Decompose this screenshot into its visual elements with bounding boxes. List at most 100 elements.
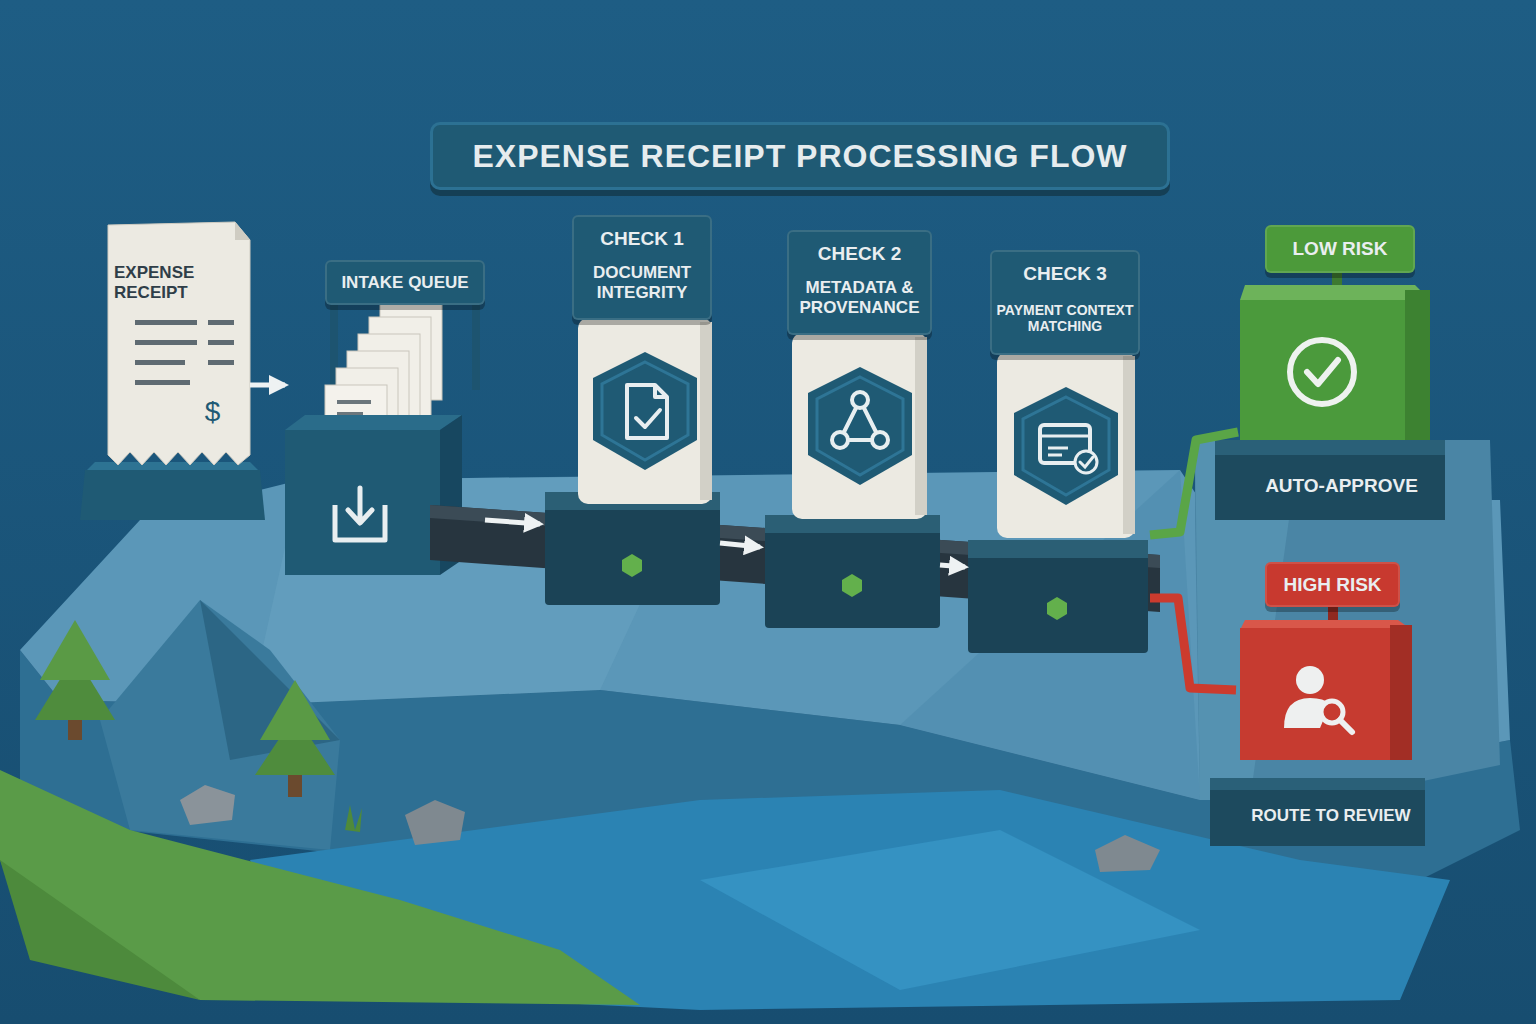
shield-badge [593, 352, 697, 470]
rock [180, 785, 235, 825]
node-heading: CHECK 3 [990, 259, 1140, 289]
rock [405, 800, 465, 845]
check-mark [636, 410, 660, 427]
tree-crown [260, 680, 330, 740]
outcome-label: ROUTE TO REVIEW [1236, 790, 1426, 842]
card-edge [1123, 356, 1135, 534]
flow-arrow [250, 383, 285, 388]
node-label: METADATA & PROVENANCE [791, 269, 928, 327]
shield-outline [817, 377, 903, 475]
risk-node: LOW RISK AUTO-APPROVE [1238, 222, 1445, 522]
check-base [765, 515, 940, 628]
check-card [792, 333, 927, 519]
label-base-top [1210, 778, 1425, 790]
risk-node: HIGH RISK ROUTE TO REVIEW [1236, 560, 1426, 845]
approve-icon [1290, 340, 1354, 404]
node-heading: CHECK 2 [787, 239, 932, 269]
receipt-paper [108, 222, 250, 465]
label-base-top [1215, 440, 1445, 455]
receipt-line [135, 340, 197, 345]
status-gem [1047, 597, 1067, 620]
check-node: CHECK 2METADATA & PROVENANCE [760, 230, 940, 630]
risk-box-side [1405, 290, 1430, 440]
rock [1095, 835, 1160, 872]
risk-box-side [1390, 625, 1412, 760]
node-heading: CHECK 1 [572, 224, 712, 254]
check-base [545, 492, 720, 605]
receipt-line [208, 340, 234, 345]
plant [345, 805, 362, 832]
paper-line [337, 400, 371, 404]
status-gem [622, 554, 642, 577]
receipt-fold [235, 222, 250, 240]
risk-box-top [1240, 285, 1430, 300]
water-facet [700, 830, 1200, 990]
check-node: CHECK 3PAYMENT CONTEXT MATCHING [965, 250, 1150, 655]
graph-node-icon [852, 392, 868, 408]
high-risk-box [1240, 628, 1390, 760]
high-risk-path [1150, 598, 1236, 690]
queue-node: INTAKE QUEUE [285, 260, 485, 575]
receipt-line [135, 320, 197, 325]
grass-facet [0, 860, 200, 1000]
receipt-line [208, 360, 234, 365]
flow-arrow [720, 543, 760, 547]
flow-arrow [940, 565, 965, 567]
shield-outline [1023, 397, 1109, 495]
approve-check [1307, 360, 1338, 384]
queue-box-rim [285, 415, 462, 430]
label-base [1210, 778, 1425, 846]
check-circle [1075, 451, 1097, 473]
pedestal [80, 470, 265, 520]
flow-arrow [485, 520, 540, 524]
mountain [100, 600, 340, 850]
receipt-line [208, 320, 234, 325]
shield-badge [808, 367, 912, 485]
graph-node-icon [872, 432, 888, 448]
check-mark [1080, 457, 1093, 467]
card-edge [915, 337, 927, 515]
mountain-facet [200, 600, 340, 760]
tree-trunk [288, 775, 302, 797]
shield-badge [1014, 387, 1118, 505]
node-label: PAYMENT CONTEXT MATCHING [994, 289, 1136, 347]
download-icon [348, 488, 372, 523]
reviewer-icon [1296, 666, 1324, 694]
check-card [578, 318, 712, 504]
magnifier-handle [1340, 720, 1352, 732]
shield-outline [602, 362, 688, 460]
check-card [997, 352, 1135, 538]
node-label: DOCUMENT INTEGRITY [576, 254, 708, 312]
outcome-label: AUTO-APPROVE [1238, 455, 1445, 517]
label-base [1215, 440, 1445, 520]
rock-pillar [1195, 440, 1500, 800]
graph-node-icon [832, 432, 848, 448]
risk-level: LOW RISK [1265, 225, 1415, 273]
receipt-node: EXPENSE RECEIPT $ [108, 222, 250, 467]
status-gem [842, 574, 862, 597]
receipt-line [135, 380, 190, 385]
check-node: CHECK 1DOCUMENT INTEGRITY [540, 215, 720, 610]
node-heading: INTAKE QUEUE [325, 260, 485, 305]
connector-group [250, 385, 1238, 690]
low-risk-path [1150, 432, 1238, 535]
grass [0, 770, 640, 1005]
card-edge [700, 322, 712, 500]
low-risk-box [1240, 300, 1405, 440]
title-banner: EXPENSE RECEIPT PROCESSING FLOW [430, 122, 1170, 190]
check-base-top [968, 540, 1148, 558]
currency-symbol: $ [195, 390, 230, 435]
tree-crown [40, 620, 110, 680]
check-base [968, 540, 1148, 653]
node-heading: EXPENSE RECEIPT [114, 255, 224, 310]
risk-level: HIGH RISK [1265, 562, 1400, 607]
document-icon [627, 385, 667, 438]
sign-post [472, 300, 480, 390]
queue-box [285, 430, 440, 575]
receipt-line [135, 360, 185, 365]
